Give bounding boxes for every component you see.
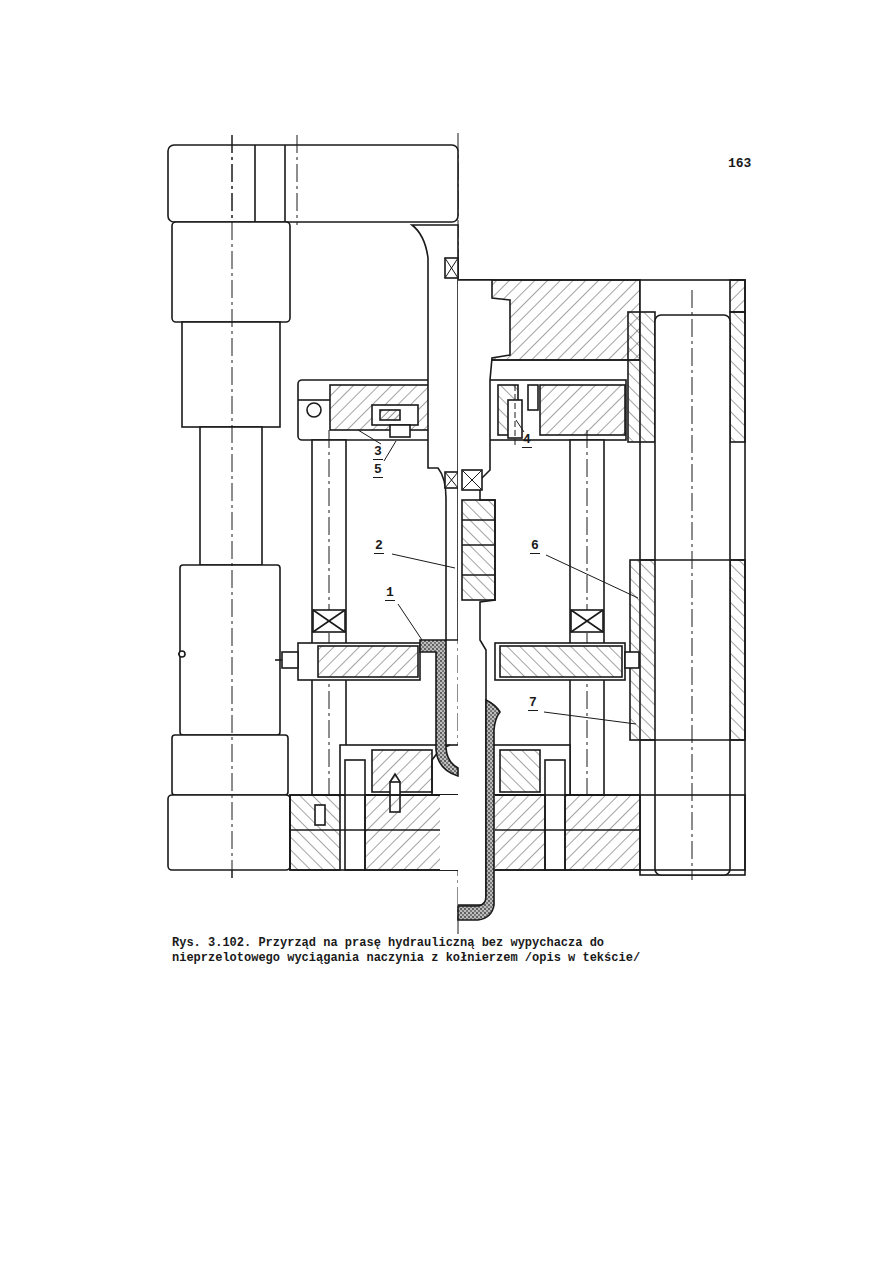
page-number: 163 (728, 156, 751, 171)
callout-number: 6 (530, 538, 540, 554)
figure-caption: Rys. 3.102. Przyrząd na prasę hydraulicz… (172, 936, 662, 966)
callout-number: 7 (528, 695, 538, 711)
callout-number: 2 (374, 538, 384, 554)
callout-number: 5 (373, 462, 383, 478)
callout-number: 4 (522, 432, 532, 448)
callout-number: 3 (373, 444, 383, 460)
callout-number: 1 (385, 585, 395, 601)
